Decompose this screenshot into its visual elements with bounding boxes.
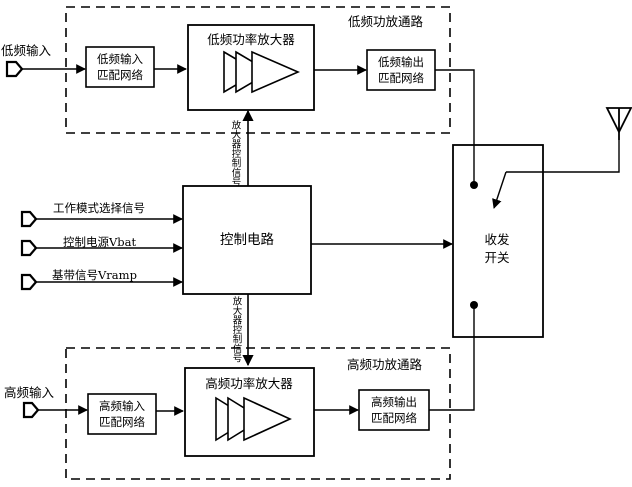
high-band-pa-label: 高频功率放大器 (205, 376, 293, 391)
switch-arm-arrow-icon (492, 171, 507, 209)
low-band-input-label: 低频输入 (1, 43, 52, 58)
vbat-input-port-icon (20, 239, 38, 257)
lower-control-link-label: 放大器控制信号 (231, 295, 243, 363)
high-band-output-match-box (358, 389, 430, 431)
high-band-output-match-line1: 高频输出 (371, 395, 417, 409)
switch-contact-top (470, 181, 478, 189)
low-band-input-match-line2: 匹配网络 (97, 68, 143, 82)
control-circuit-box (182, 185, 312, 295)
amplifier-triangle-icon (215, 396, 292, 442)
high-band-input-port-icon (22, 401, 40, 419)
high-band-input-label: 高频输入 (4, 385, 55, 400)
low-band-output-match-line1: 低频输出 (378, 55, 424, 69)
tr-switch-label-line1: 收发 (484, 232, 510, 247)
upper-control-link-label: 放大器控制信号 (230, 119, 242, 187)
antenna-feed-line (506, 140, 620, 173)
high-out-to-switch-wire (429, 305, 475, 411)
tr-switch-label-line2: 开关 (484, 250, 509, 265)
low-band-input-match-box (85, 46, 155, 88)
low-band-input-port-icon (5, 60, 24, 78)
vramp-input-port-icon (20, 273, 38, 291)
high-band-output-match-line2: 匹配网络 (371, 411, 417, 425)
high-band-region-label: 高频功放通路 (347, 357, 423, 372)
tr-switch-box (452, 144, 544, 338)
amplifier-triangle-icon (223, 50, 301, 94)
low-band-input-match-line1: 低频输入 (97, 52, 143, 66)
control-signal-vramp-label: 基带信号Vramp (52, 268, 137, 282)
control-circuit-label: 控制电路 (220, 232, 274, 248)
high-band-input-match-line2: 匹配网络 (99, 415, 145, 429)
antenna-icon (605, 107, 632, 140)
low-band-pa-label: 低频功率放大器 (207, 32, 295, 47)
mode-input-port-icon (20, 210, 38, 228)
low-band-region-label: 低频功放通路 (348, 14, 424, 29)
high-band-input-match-line1: 高频输入 (99, 399, 145, 413)
high-band-region (65, 347, 451, 480)
low-band-output-match-line2: 匹配网络 (378, 71, 424, 85)
control-signal-vbat-label: 控制电源Vbat (63, 235, 137, 249)
high-band-input-match-box (87, 393, 157, 435)
control-signal-mode-label: 工作模式选择信号 (53, 201, 145, 215)
switch-contact-bottom (470, 301, 478, 309)
